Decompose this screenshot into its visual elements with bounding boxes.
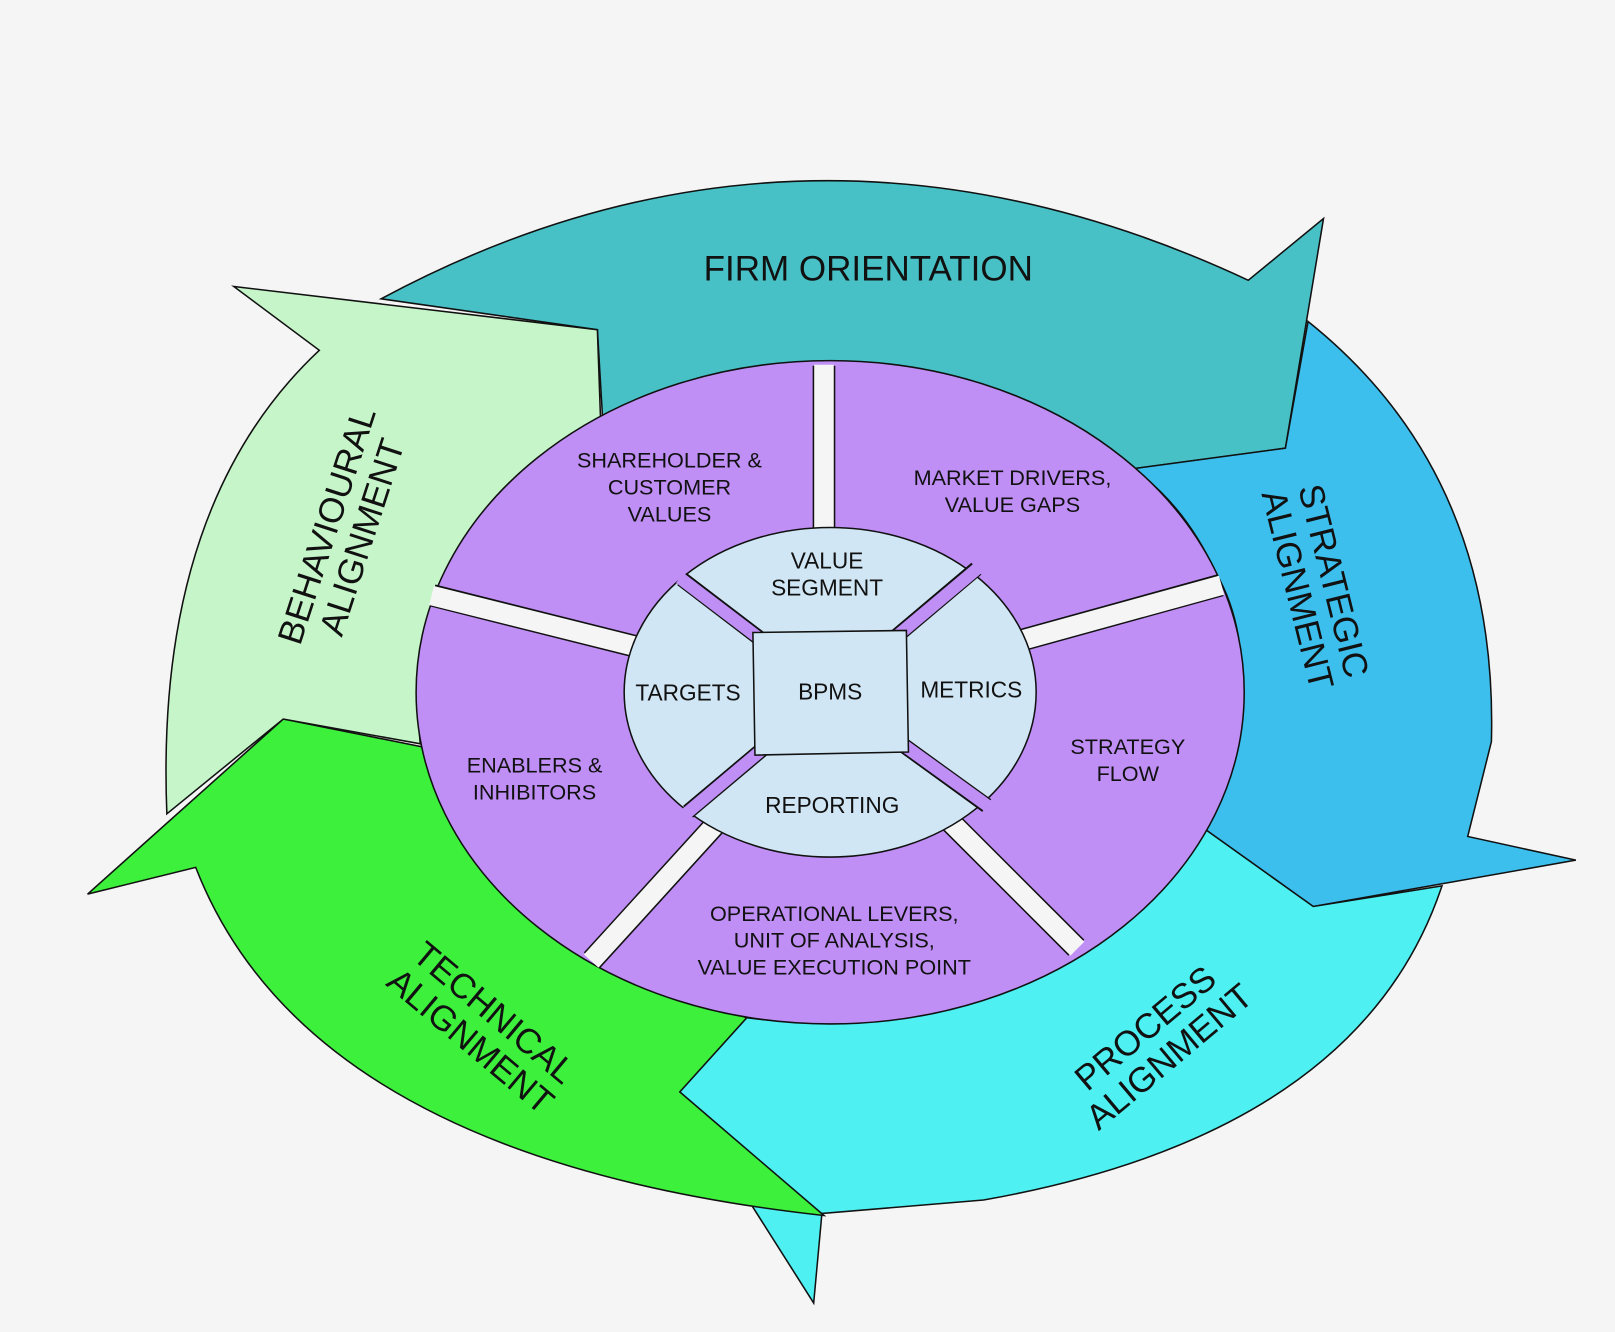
label-market-drivers: MARKET DRIVERS, VALUE GAPS — [914, 465, 1112, 517]
svg-text:MARKET DRIVERS,: MARKET DRIVERS, — [914, 465, 1112, 490]
svg-text:SHAREHOLDER &: SHAREHOLDER & — [577, 448, 763, 473]
svg-text:FLOW: FLOW — [1097, 761, 1160, 786]
label-firm-orientation: FIRM ORIENTATION — [704, 249, 1033, 288]
svg-text:VALUE: VALUE — [791, 548, 864, 574]
svg-text:OPERATIONAL LEVERS,: OPERATIONAL LEVERS, — [710, 901, 959, 926]
label-operational-levers: OPERATIONAL LEVERS, UNIT OF ANALYSIS, VA… — [698, 901, 971, 980]
label-shareholder-customer-values: SHAREHOLDER & CUSTOMER VALUES — [577, 448, 763, 527]
label-value-segment: VALUE SEGMENT — [771, 548, 883, 601]
svg-text:CUSTOMER: CUSTOMER — [608, 475, 731, 500]
svg-text:UNIT OF ANALYSIS,: UNIT OF ANALYSIS, — [734, 928, 935, 953]
label-reporting: REPORTING — [765, 792, 899, 818]
label-targets: TARGETS — [635, 680, 740, 706]
bpms-box — [752, 629, 910, 756]
label-metrics: METRICS — [920, 676, 1022, 702]
label-strategy-flow: STRATEGY FLOW — [1070, 734, 1185, 786]
svg-text:VALUE GAPS: VALUE GAPS — [945, 492, 1080, 517]
svg-text:VALUE EXECUTION POINT: VALUE EXECUTION POINT — [698, 954, 971, 979]
label-enablers-inhibitors: ENABLERS & INHIBITORS — [467, 753, 603, 805]
svg-text:ENABLERS &: ENABLERS & — [467, 753, 603, 778]
label-bpms: BPMS — [798, 678, 862, 704]
svg-text:STRATEGY: STRATEGY — [1070, 734, 1185, 759]
middle-ring-dividers — [429, 364, 1225, 968]
svg-text:INHIBITORS: INHIBITORS — [473, 779, 596, 804]
svg-text:SEGMENT: SEGMENT — [771, 574, 883, 600]
svg-text:VALUES: VALUES — [628, 501, 712, 526]
